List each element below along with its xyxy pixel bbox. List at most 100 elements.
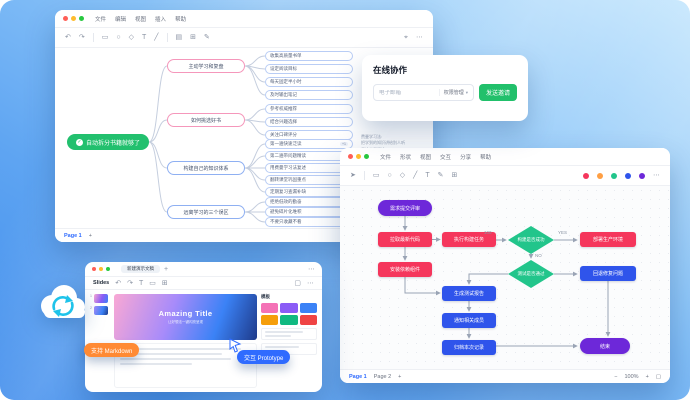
thumbnail-row[interactable]: 1 xyxy=(90,294,110,303)
zoom-level[interactable]: 100% xyxy=(624,373,639,380)
slide-canvas[interactable]: Amazing Title 让好想法一键闪亮呈现 xyxy=(114,294,257,340)
menubar-item[interactable]: 分享 xyxy=(460,154,472,161)
template-thumb[interactable] xyxy=(261,303,279,313)
style-swatch-red[interactable] xyxy=(583,172,589,179)
minimize-button[interactable] xyxy=(99,267,103,271)
pen-icon[interactable]: ✎ xyxy=(204,34,210,41)
mindmap-leaf-node[interactable]: 设定阅读目标 xyxy=(265,64,353,74)
menubar-item[interactable]: 视图 xyxy=(135,16,147,23)
mindmap-canvas[interactable]: ✓ 自动拆分书籍就够了 主动学习和复盘 如何挑选好书 构建自己的知识体系 远离学… xyxy=(55,48,433,242)
mindmap-leaf-node[interactable]: 及时输出笔记 xyxy=(265,90,353,100)
permission-select[interactable]: 权限管理 ▾ xyxy=(438,89,468,96)
text-icon[interactable]: T xyxy=(138,279,144,287)
shape-diamond-icon[interactable]: ◇ xyxy=(128,34,134,41)
menubar-item[interactable]: 编辑 xyxy=(115,16,127,23)
menubar-item[interactable]: 帮助 xyxy=(480,154,492,161)
fit-screen-icon[interactable]: ▢ xyxy=(655,373,661,380)
menubar-item[interactable]: 文件 xyxy=(95,16,107,23)
document-tab[interactable]: 新建演示文稿 xyxy=(121,265,160,273)
add-tab-button[interactable]: + xyxy=(164,265,169,273)
style-swatch-purple[interactable] xyxy=(639,172,645,179)
cursor-icon[interactable]: ➤ xyxy=(350,172,356,179)
shape-circle-icon[interactable]: ○ xyxy=(387,172,392,179)
mindmap-leaf-node[interactable]: 第一遍快速泛读+1 xyxy=(265,139,353,149)
template-card[interactable] xyxy=(261,328,317,340)
undo-icon[interactable]: ↶ xyxy=(65,34,71,41)
slide-thumbnail[interactable] xyxy=(93,306,108,315)
zoom-in-button[interactable]: + xyxy=(645,373,649,380)
mindmap-branch-node[interactable]: 构建自己的知识体系 xyxy=(167,161,245,175)
text-icon[interactable]: T xyxy=(425,172,430,179)
table-icon[interactable]: ⊞ xyxy=(190,34,196,41)
thumbnail-row[interactable]: 2 xyxy=(90,306,110,315)
shape-rect-icon[interactable]: ▭ xyxy=(101,34,109,41)
send-invite-button[interactable]: 发送邀请 xyxy=(478,84,517,101)
focus-icon[interactable]: ⌖ xyxy=(404,34,408,41)
minimize-button[interactable] xyxy=(71,16,76,21)
flowchart-canvas[interactable]: 需求提交评审 拉取最新代码 安装依赖组件 执行构建任务 构建是否成功 部署生产环… xyxy=(340,186,670,369)
outline-icon[interactable]: ▤ xyxy=(175,34,183,41)
more-icon[interactable]: ⋯ xyxy=(308,265,315,273)
flow-process-node[interactable]: 部署生产环境 xyxy=(580,232,636,247)
add-page-button[interactable]: + xyxy=(88,232,92,239)
line-icon[interactable]: ╱ xyxy=(154,34,159,41)
menubar-item[interactable]: 形状 xyxy=(400,154,412,161)
template-thumb[interactable] xyxy=(299,303,317,313)
maximize-button[interactable] xyxy=(79,16,84,21)
shape-circle-icon[interactable]: ○ xyxy=(116,34,121,41)
close-button[interactable] xyxy=(92,267,96,271)
flow-end-node[interactable]: 结束 xyxy=(580,338,630,354)
close-button[interactable] xyxy=(63,16,68,21)
mindmap-root-node[interactable]: ✓ 自动拆分书籍就够了 xyxy=(67,134,149,150)
style-swatch-green[interactable] xyxy=(611,172,617,179)
template-thumb[interactable] xyxy=(261,315,279,325)
pen-icon[interactable]: ✎ xyxy=(437,172,444,179)
line-icon[interactable]: ╱ xyxy=(413,172,418,179)
mindmap-leaf-node[interactable]: 每天固定半小时 xyxy=(265,77,353,87)
flow-process-node[interactable]: 回退修复问题 xyxy=(580,266,636,281)
menubar-item[interactable]: 插入 xyxy=(155,16,167,23)
more-icon[interactable]: ⋯ xyxy=(307,279,314,287)
table-icon[interactable]: ⊞ xyxy=(451,172,458,179)
flowchart-titlebar[interactable]: 文件 形状 视图 交互 分享 帮助 xyxy=(340,148,670,166)
template-thumb[interactable] xyxy=(299,315,317,325)
flow-process-node[interactable]: 拉取最新代码 xyxy=(378,232,432,247)
slide-editor[interactable]: Amazing Title 让好想法一键闪亮呈现 xyxy=(114,294,257,388)
shape-rect-icon[interactable]: ▭ xyxy=(149,279,156,287)
flow-process-node[interactable]: 执行构建任务 xyxy=(442,232,496,247)
page-tab[interactable]: Page 2 xyxy=(373,373,392,380)
menubar-item[interactable]: 文件 xyxy=(380,154,392,161)
shape-diamond-icon[interactable]: ◇ xyxy=(399,172,406,179)
document-text-block[interactable] xyxy=(114,343,257,388)
slide-thumbnail[interactable] xyxy=(93,294,108,303)
table-icon[interactable]: ⊞ xyxy=(161,279,168,287)
more-icon[interactable]: ⋯ xyxy=(416,34,423,41)
email-input[interactable] xyxy=(379,89,439,96)
template-thumb[interactable] xyxy=(280,315,298,325)
template-thumb[interactable] xyxy=(280,303,298,313)
shape-rect-icon[interactable]: ▭ xyxy=(372,172,380,179)
maximize-button[interactable] xyxy=(106,267,110,271)
style-swatch-orange[interactable] xyxy=(597,172,603,179)
flow-process-node[interactable]: 生成测试报告 xyxy=(442,286,496,301)
text-icon[interactable]: T xyxy=(142,34,147,41)
close-button[interactable] xyxy=(348,154,353,159)
add-page-button[interactable]: + xyxy=(398,373,402,380)
mindmap-titlebar[interactable]: 文件 编辑 视图 插入 帮助 xyxy=(55,10,433,28)
minimize-button[interactable] xyxy=(356,154,361,159)
flow-process-node[interactable]: 归档本次记录 xyxy=(442,340,496,355)
flow-start-node[interactable]: 需求提交评审 xyxy=(378,200,432,216)
redo-icon[interactable]: ↷ xyxy=(78,34,85,41)
mindmap-leaf-node[interactable]: 参考权威推荐 xyxy=(265,104,353,114)
zoom-out-button[interactable]: − xyxy=(614,373,618,380)
mindmap-leaf-node[interactable]: 收集高质量书单 xyxy=(265,51,353,61)
mindmap-branch-node[interactable]: 如何挑选好书 xyxy=(167,113,245,127)
redo-icon[interactable]: ↷ xyxy=(127,279,133,287)
menubar-item[interactable]: 帮助 xyxy=(175,16,187,23)
undo-icon[interactable]: ↶ xyxy=(115,279,122,287)
menubar-item[interactable]: 视图 xyxy=(420,154,432,161)
page-tab[interactable]: Page 1 xyxy=(349,373,367,380)
menubar-item[interactable]: 交互 xyxy=(440,154,452,161)
flow-process-node[interactable]: 通知相关成员 xyxy=(442,313,496,328)
fullscreen-icon[interactable]: ▢ xyxy=(294,279,301,287)
